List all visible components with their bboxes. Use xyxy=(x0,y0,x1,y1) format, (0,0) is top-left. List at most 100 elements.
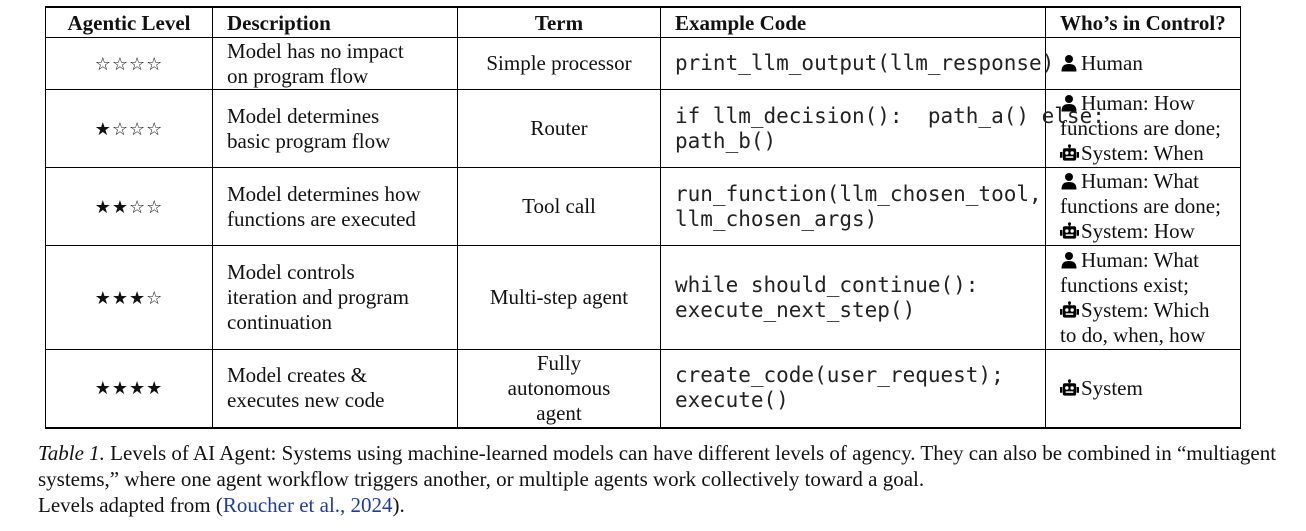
control-line: Human: What xyxy=(1060,169,1240,194)
description-line: executes new code xyxy=(227,388,385,413)
robot-icon xyxy=(1060,378,1079,396)
robot-icon xyxy=(1060,300,1079,318)
person-icon xyxy=(1060,250,1078,268)
control-text: Human: How xyxy=(1081,91,1195,115)
agentic-level-cell: ★★★☆ xyxy=(45,245,213,350)
control-text: functions are done; xyxy=(1060,116,1221,140)
header-term: Term xyxy=(457,6,661,38)
control-text: to do, when, how xyxy=(1060,322,1206,347)
agentic-level-cell: ★★☆☆ xyxy=(45,167,213,246)
code-line: if llm_decision(): path_a() else: xyxy=(675,103,1105,128)
header-whos-in-control: Who’s in Control? xyxy=(1045,6,1241,38)
description-line: Model has no impact xyxy=(227,38,404,63)
whos-in-control-cell: Human xyxy=(1045,37,1241,90)
description-line: Model determines xyxy=(227,103,380,128)
person-icon xyxy=(1060,53,1078,72)
header-agentic-level: Agentic Level xyxy=(45,6,213,38)
term-line: Multi-step agent xyxy=(489,285,629,309)
description-line: Model determines how xyxy=(227,181,421,206)
code-line: execute_next_step() xyxy=(675,297,916,322)
control-text: System xyxy=(1081,375,1143,400)
example-code-cell: if llm_decision(): path_a() else:path_b(… xyxy=(660,89,1105,168)
term-line: Tool call xyxy=(522,194,596,218)
agent-levels-table: Agentic Level Description Term Example C… xyxy=(45,6,1241,429)
agentic-level-cell: ★☆☆☆ xyxy=(45,89,213,168)
star-rating-icon: ★★☆☆ xyxy=(94,196,164,218)
control-line: functions are done; xyxy=(1060,194,1240,219)
star-rating-icon: ★★★★ xyxy=(94,378,164,400)
control-line: Human: What xyxy=(1060,248,1240,273)
robot-icon xyxy=(1060,221,1079,239)
term-line: Simple processor xyxy=(486,51,632,75)
control-line: System: Which xyxy=(1060,298,1240,323)
example-code-cell: create_code(user_request);execute() xyxy=(660,349,1046,428)
code-line: run_function(llm_chosen_tool, xyxy=(675,181,1042,206)
code-line: path_b() xyxy=(675,128,777,153)
control-text: Human xyxy=(1081,51,1143,75)
term-cell: Simple processor xyxy=(457,37,661,90)
example-code-cell: print_llm_output(llm_response) xyxy=(660,37,1055,90)
caption-source-prefix: Levels adapted from ( xyxy=(38,493,223,517)
header-description: Description xyxy=(212,6,458,38)
control-text: System: When xyxy=(1081,141,1204,165)
control-line: to do, when, how xyxy=(1060,323,1240,348)
control-text: System: Which xyxy=(1081,297,1210,322)
term-cell: Router xyxy=(457,89,661,168)
caption-source-suffix: ). xyxy=(392,493,405,517)
whos-in-control-cell: System xyxy=(1045,349,1241,428)
description-line: on program flow xyxy=(227,63,369,88)
control-line: Human xyxy=(1060,51,1240,76)
control-text: functions are done; xyxy=(1060,194,1221,218)
description-line: basic program flow xyxy=(227,128,391,153)
term-line: Router xyxy=(530,116,588,140)
caption-text: Levels of AI Agent: Systems using machin… xyxy=(38,441,1277,491)
term-line: agent xyxy=(536,400,582,425)
description-line: functions are executed xyxy=(227,206,416,231)
agentic-level-cell: ★★★★ xyxy=(45,349,213,428)
star-rating-icon: ★☆☆☆ xyxy=(94,118,164,140)
description-line: iteration and program xyxy=(227,285,409,309)
control-line: System: When xyxy=(1060,141,1240,166)
caption-label: Table 1. xyxy=(38,441,105,465)
code-line: execute() xyxy=(675,388,789,413)
control-text: System: How xyxy=(1081,219,1195,243)
term-line: Fully xyxy=(536,350,582,375)
example-code-cell: run_function(llm_chosen_tool,llm_chosen_… xyxy=(660,167,1046,246)
term-line: autonomous xyxy=(507,375,611,400)
header-example-code: Example Code xyxy=(660,6,1046,38)
code-line: create_code(user_request); xyxy=(675,363,1004,388)
description-line: Model creates & xyxy=(227,363,367,388)
description-cell: Model creates &executes new code xyxy=(212,349,458,428)
control-line: functions are done; xyxy=(1060,116,1240,141)
control-text: functions exist; xyxy=(1060,272,1189,297)
code-line: while should_continue(): xyxy=(675,272,979,297)
person-icon xyxy=(1060,171,1078,190)
robot-icon xyxy=(1060,143,1079,161)
table-header-row: Agentic Level Description Term Example C… xyxy=(45,6,1241,38)
code-line: llm_chosen_args) xyxy=(675,206,878,231)
star-rating-icon: ☆☆☆☆ xyxy=(94,53,164,75)
description-line: Model controls xyxy=(227,260,355,284)
code-line: print_llm_output(llm_response) xyxy=(675,51,1055,75)
agentic-level-cell: ☆☆☆☆ xyxy=(45,37,213,90)
control-line: System xyxy=(1060,376,1240,401)
control-text: Human: What xyxy=(1081,247,1200,272)
term-cell: Tool call xyxy=(457,167,661,246)
control-line: functions exist; xyxy=(1060,273,1240,298)
control-line: Human: How xyxy=(1060,91,1240,116)
description-line: continuation xyxy=(227,310,332,334)
example-code-cell: while should_continue():execute_next_ste… xyxy=(660,245,1046,350)
citation-link[interactable]: Roucher et al., 2024 xyxy=(222,493,393,517)
